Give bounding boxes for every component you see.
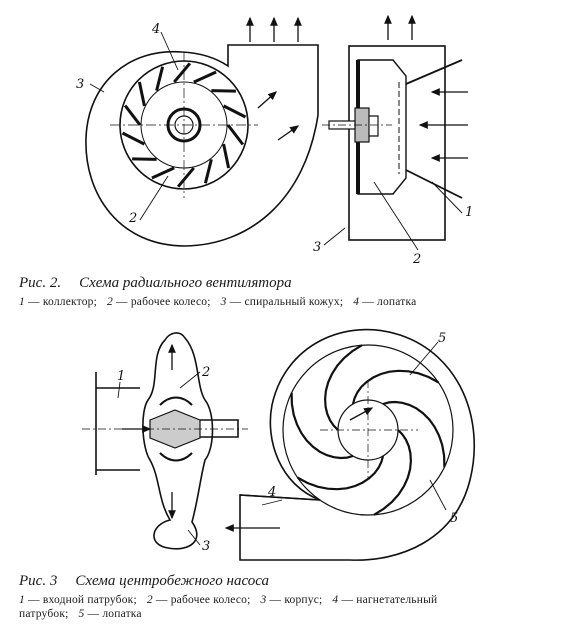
legend-number: 3	[220, 296, 227, 308]
legend-item: 4 — нагнетательный	[332, 594, 438, 606]
pump-callout-2: 2	[201, 365, 210, 380]
legend-item: 3 — спиральный кожух;	[220, 296, 344, 308]
fan-blade	[222, 143, 231, 169]
legend-item: 4 — лопатка	[353, 296, 417, 308]
figure3-number: Рис. 3	[19, 573, 58, 589]
legend-item: 2 — рабочее колесо;	[146, 594, 251, 606]
legend-item: 2 — рабочее колесо;	[107, 296, 211, 308]
pump-blade	[373, 429, 413, 516]
fan-blade	[137, 81, 146, 107]
pump-volute	[239, 328, 475, 561]
pump-impeller-outer	[282, 344, 454, 516]
fan-blade	[121, 131, 146, 146]
pump-blades	[290, 344, 446, 516]
figure3-legend-line1: 1 — входной патрубок; 2 — рабочее колесо;…	[19, 593, 447, 607]
fan-blade	[123, 104, 142, 126]
figure3-legend-line2: патрубок; 5 — лопатка	[19, 607, 152, 621]
legend-text: входной патрубок;	[42, 594, 137, 606]
pump-blade	[382, 400, 446, 468]
fan-collector	[405, 59, 463, 199]
pump-leader-lines	[117, 341, 447, 546]
legend-text: патрубок;	[19, 608, 69, 620]
fan-blade	[193, 70, 217, 84]
fan-blade	[151, 166, 175, 180]
legend-item: 5 — лопатка	[78, 608, 142, 620]
callout-2-side: 2	[412, 252, 421, 267]
legend-number: 3	[260, 594, 267, 606]
figure3-caption: Рис. 3 Схема центробежного насоса	[19, 573, 269, 590]
legend-text: рабочее колесо;	[170, 594, 251, 606]
fan-side-casing	[348, 45, 446, 241]
callout-4: 4	[151, 22, 160, 37]
legend-text: корпус;	[284, 594, 323, 606]
legend-text: лопатка	[102, 608, 142, 620]
pump-discharge-pipe	[239, 494, 321, 501]
fan-front-view	[85, 44, 319, 247]
legend-text: спиральный кожух;	[244, 296, 344, 308]
fan-blade	[226, 124, 245, 146]
fan-flow-arrows	[246, 16, 302, 141]
pump-front-view	[239, 328, 475, 561]
legend-item: 1 — коллектор;	[19, 296, 98, 308]
fan-spiral-casing	[85, 44, 319, 247]
pump-callouts: 1 2 3 4 5 5	[117, 331, 458, 554]
pump-blade	[297, 455, 385, 491]
callout-3-side: 3	[313, 240, 321, 255]
pump-blade	[323, 344, 363, 431]
legend-text: лопатка	[377, 296, 417, 308]
pump-callout-5b: 5	[450, 511, 458, 526]
pump-side-arrows	[122, 343, 176, 520]
fan-blade	[132, 157, 157, 161]
fan-blade	[173, 62, 192, 84]
legend-number: 4	[353, 296, 360, 308]
pump-side-view	[82, 332, 248, 550]
pump-shaft	[200, 419, 239, 438]
callout-3: 3	[76, 77, 84, 92]
legend-number: 5	[78, 608, 85, 620]
legend-item: патрубок;	[19, 608, 69, 620]
pump-callout-1: 1	[117, 369, 125, 384]
fan-blade	[155, 66, 165, 91]
figure2-legend: 1 — коллектор; 2 — рабочее колесо; 3 — спи…	[19, 295, 426, 309]
legend-text: рабочее колесо;	[130, 296, 211, 308]
pump-callout-4: 4	[267, 485, 276, 500]
figure3-title: Схема центробежного насоса	[75, 573, 270, 589]
figure2-caption: Рис. 2. Схема радиального вентилятора	[19, 275, 292, 292]
legend-number: 1	[19, 296, 25, 308]
fan-callouts: 4 3 2 1 2 3	[76, 22, 473, 267]
legend-number: 2	[107, 296, 113, 308]
figure2-number: Рис. 2.	[19, 275, 62, 291]
legend-text: нагнетательный	[356, 594, 438, 606]
legend-text: коллектор;	[42, 296, 98, 308]
fan-leader-lines	[89, 31, 463, 251]
pump-callout-3: 3	[202, 539, 210, 554]
pump-inlet-pipe	[95, 372, 140, 475]
legend-number: 2	[146, 594, 153, 606]
callout-1: 1	[465, 205, 473, 220]
fan-blade	[176, 166, 195, 188]
legend-number: 1	[19, 594, 25, 606]
pump-front-arrows	[224, 407, 374, 532]
fan-side-arrows	[384, 14, 468, 162]
fan-side-view	[322, 45, 463, 241]
fan-blades	[121, 62, 247, 188]
legend-item: 1 — входной патрубок;	[19, 594, 137, 606]
pump-blade	[290, 392, 354, 460]
callout-2: 2	[128, 211, 137, 226]
fan-blade	[222, 104, 247, 119]
figure2-title: Схема радиального вентилятора	[79, 275, 292, 291]
pump-casing	[142, 332, 214, 550]
legend-number: 4	[332, 594, 339, 606]
pump-callout-5: 5	[438, 331, 446, 346]
fan-blade	[211, 89, 236, 93]
fan-blade	[203, 159, 213, 184]
legend-item: 3 — корпус;	[260, 594, 323, 606]
pump-blade	[351, 369, 439, 405]
